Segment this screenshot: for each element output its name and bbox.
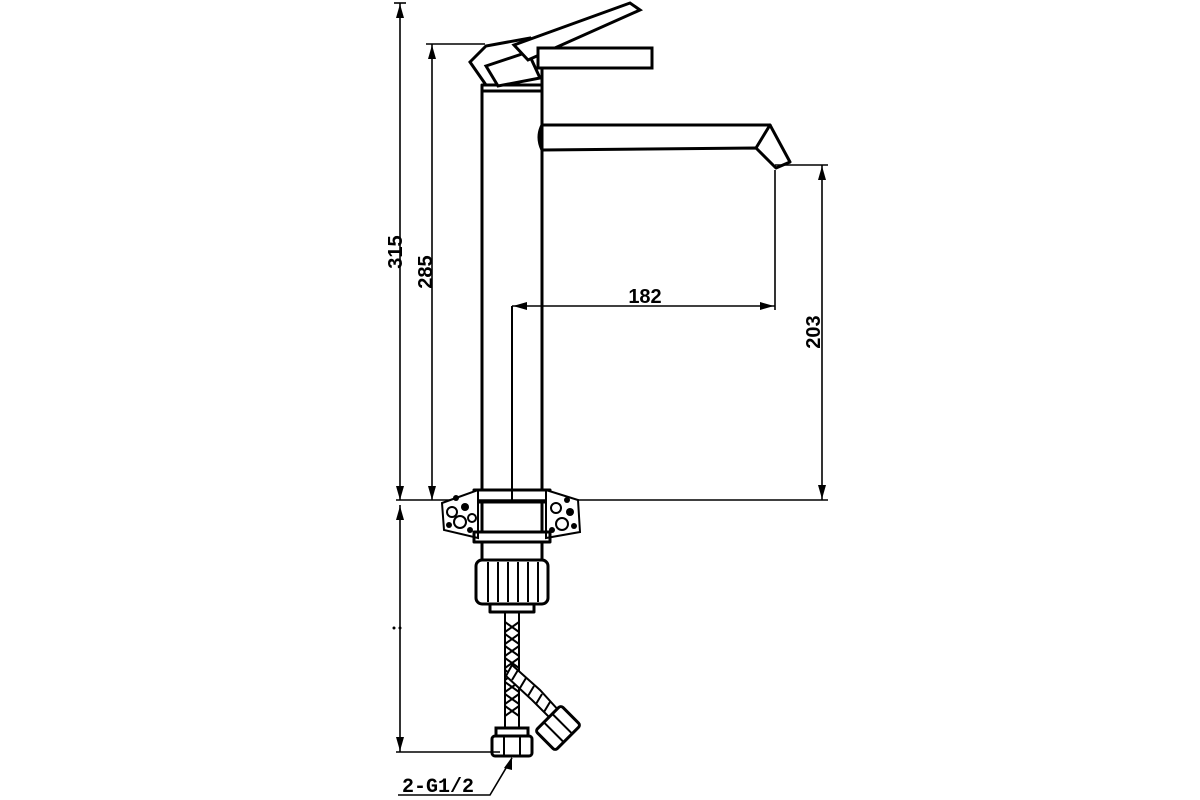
dimension-body-height: 285: [415, 43, 485, 500]
counter-section-right: [545, 488, 582, 540]
supply-hoses: [490, 611, 581, 758]
connection-callout: 2-G1/2: [398, 757, 513, 799]
faucet-body: [468, 1, 792, 500]
connection-label: 2-G1/2: [402, 776, 474, 799]
dimension-spout-clearance: 203: [775, 164, 828, 500]
dim-label-285: 285: [415, 255, 437, 288]
dim-label-182: 182: [628, 286, 661, 308]
dimension-overall-height: 315: [385, 2, 407, 500]
dimension-hose-length: [392, 505, 500, 753]
dim-label-203: 203: [803, 315, 825, 348]
dim-label-315: 315: [385, 235, 407, 268]
counter-section-left: [440, 488, 479, 540]
dimension-spout-reach: 182: [512, 170, 776, 310]
mounting-base: [440, 488, 582, 614]
